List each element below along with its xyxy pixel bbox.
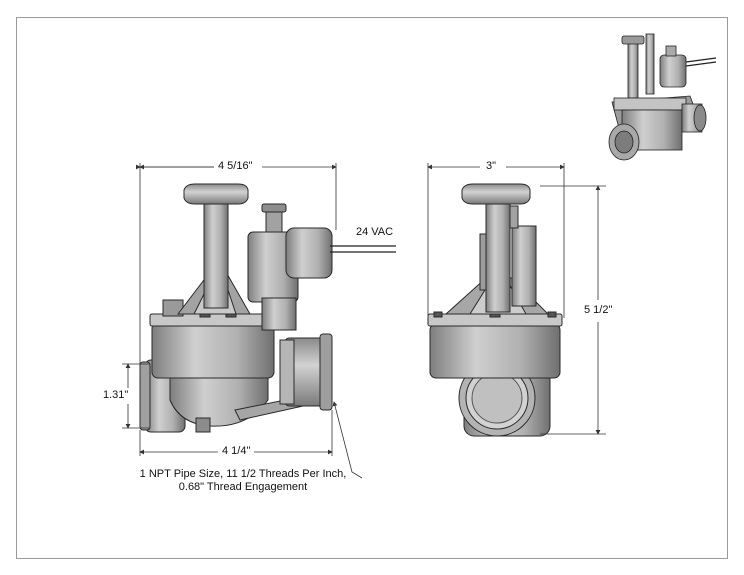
dim-overall-height: 5 1/2" xyxy=(582,304,615,317)
dim-overall-depth: 3" xyxy=(484,160,499,173)
side-view xyxy=(139,183,396,433)
dim-base-length: 4 1/4" xyxy=(220,445,253,458)
dimension-lines xyxy=(122,163,606,479)
thread-note-line2: 0.68" Thread Engagement xyxy=(178,481,308,493)
isometric-thumbnail xyxy=(608,33,717,161)
label-voltage: 24 VAC xyxy=(354,226,396,239)
dim-inlet-height: 1.31" xyxy=(101,389,131,402)
dim-overall-width: 4 5/16" xyxy=(216,160,255,173)
drawing-frame xyxy=(16,17,728,559)
thread-note: 1 NPT Pipe Size, 11 1/2 Threads Per Inch… xyxy=(132,468,354,494)
thread-note-line1: 1 NPT Pipe Size, 11 1/2 Threads Per Inch… xyxy=(139,468,347,480)
front-view xyxy=(427,183,563,437)
